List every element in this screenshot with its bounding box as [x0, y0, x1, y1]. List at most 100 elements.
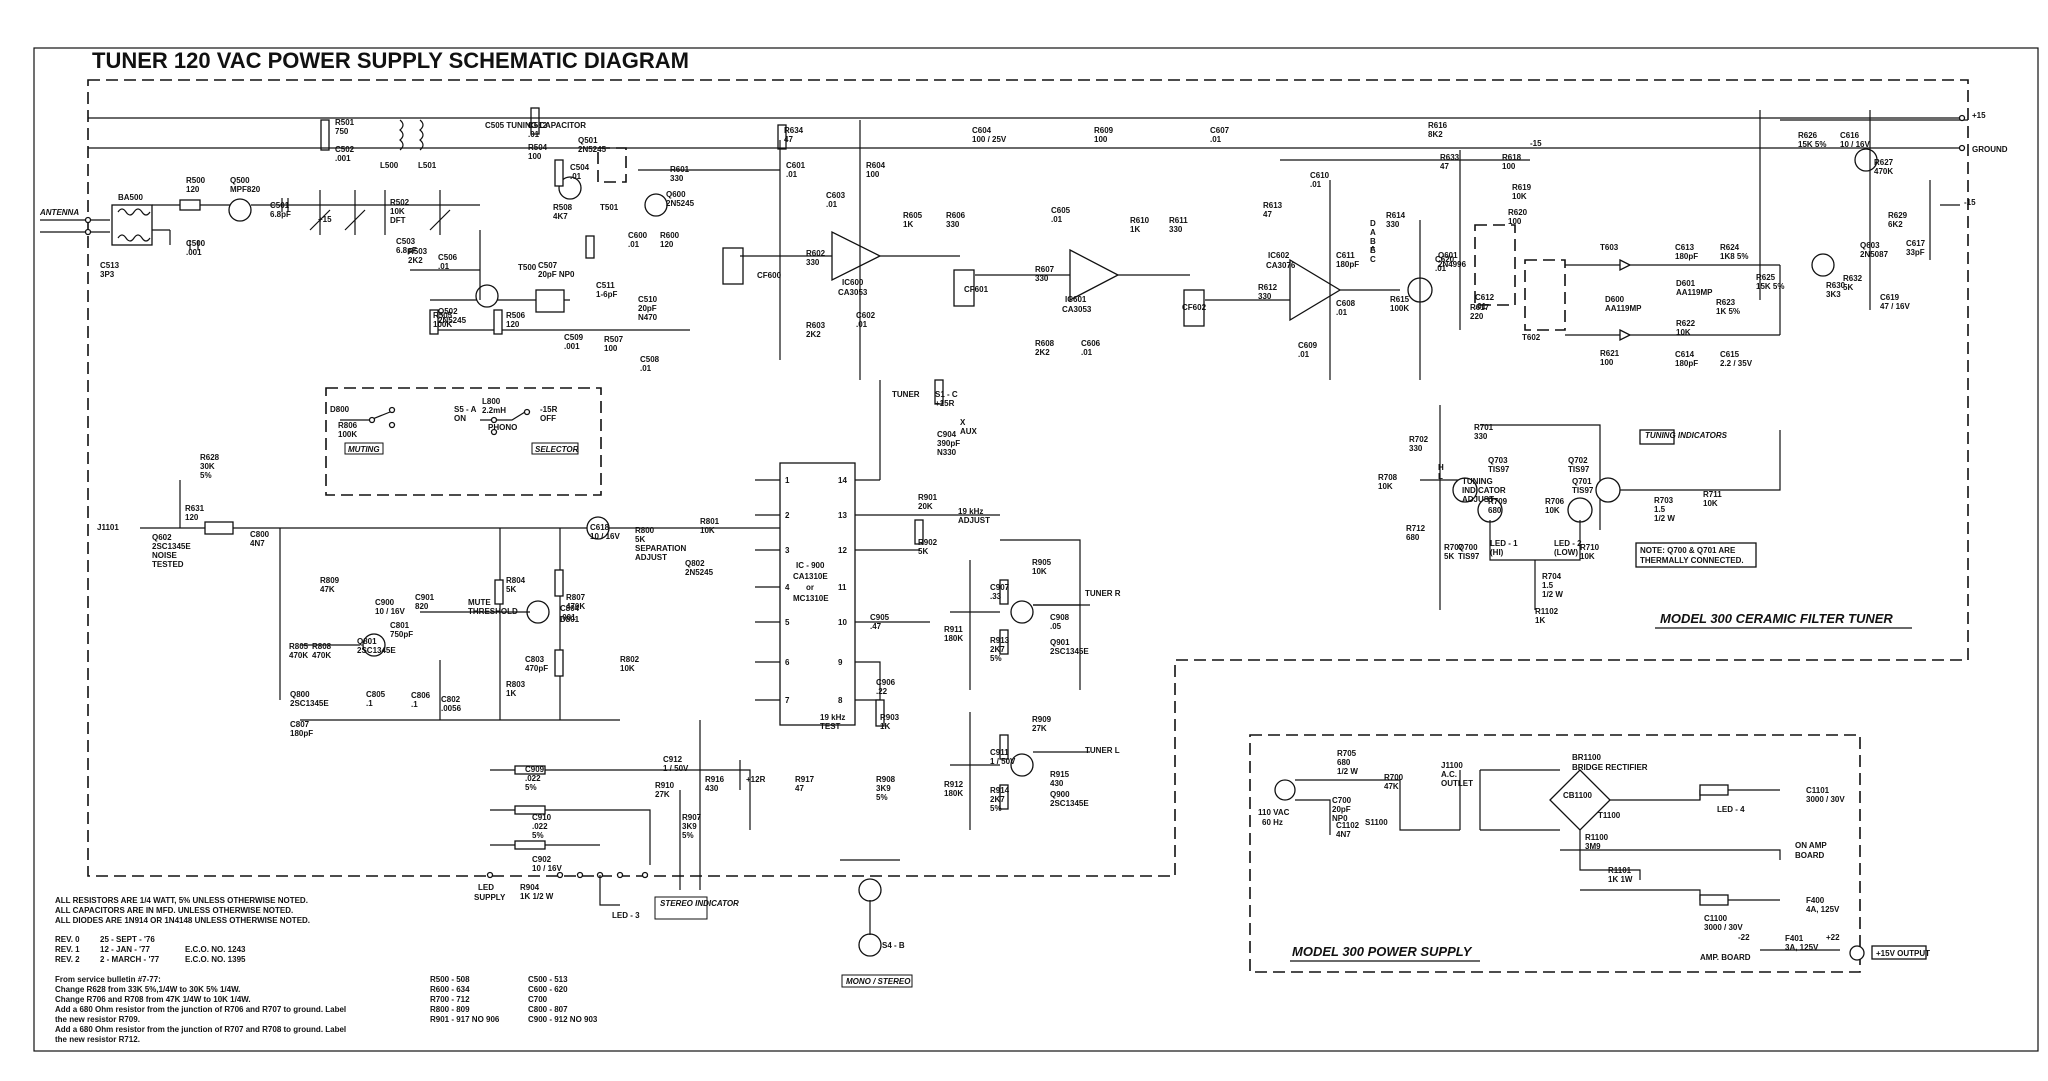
component-label: T501	[600, 203, 619, 212]
component-label: -15	[1530, 139, 1542, 148]
component-label: +15	[318, 215, 332, 224]
component-label: C806.1	[411, 691, 431, 709]
ic900-pin-left: 5	[785, 618, 790, 627]
component-label: C612.01	[1475, 293, 1495, 311]
power-box-title: MODEL 300 POWER SUPPLY	[1292, 944, 1473, 959]
ic900-pin-right: 10	[838, 618, 847, 627]
thermal-note-2: THERMALLY CONNECTED.	[1640, 556, 1744, 565]
tuner-box-title: MODEL 300 CERAMIC FILTER TUNER	[1660, 611, 1893, 626]
tuner-r-terminal: TUNER R	[1085, 589, 1121, 598]
component-label: D800	[330, 405, 350, 414]
on-amp-board-label-2: BOARD	[1795, 851, 1825, 860]
component-label: C905.47	[870, 613, 890, 631]
svg-text:E.C.O. NO. 1395: E.C.O. NO. 1395	[185, 955, 246, 964]
power-supply-box	[1249, 734, 1861, 973]
ic900-pin-right: 9	[838, 658, 843, 667]
component-label: CB1100	[1563, 791, 1592, 800]
svg-text:R600 - 634: R600 - 634	[430, 985, 470, 994]
component-label: T602	[1522, 333, 1541, 342]
component-label: D801	[560, 615, 580, 624]
ic600-part: CA3053	[838, 288, 868, 297]
led-supply-label-2: SUPPLY	[474, 893, 506, 902]
led-supply-label: LED	[478, 883, 494, 892]
component-label: L500	[380, 161, 399, 170]
component-label: C908.05	[1050, 613, 1070, 631]
component-label: C512.01	[528, 121, 548, 139]
component-label: BA500	[118, 193, 143, 202]
svg-text:the new resistor R709.: the new resistor R709.	[55, 1015, 140, 1024]
component-label: J1101	[97, 523, 119, 532]
mono-stereo-label: MONO / STEREO	[846, 977, 911, 986]
component-label: TUNER	[892, 390, 920, 399]
component-label: C603.01	[826, 191, 846, 209]
ic900-pin-right: 14	[838, 476, 847, 485]
page-title: TUNER 120 VAC POWER SUPPLY SCHEMATIC DIA…	[92, 48, 689, 73]
s4b-label: S4 - B	[882, 941, 905, 950]
component-label: C504.01	[570, 163, 590, 181]
tuner-board-outline	[87, 79, 1969, 877]
ic900-pin-right: 11	[838, 583, 847, 592]
svg-text:E.C.O. NO. 1243: E.C.O. NO. 1243	[185, 945, 246, 954]
svg-text:IC - 900: IC - 900	[796, 561, 825, 570]
component-label: CF602	[1182, 303, 1207, 312]
svg-text:C600 - 620: C600 - 620	[528, 985, 568, 994]
led-supply-section	[486, 720, 900, 957]
component-label: C502.001	[335, 145, 355, 163]
muting-label: MUTING	[348, 445, 380, 454]
muting-selector-box	[325, 387, 602, 496]
ic900-pin-right: 13	[838, 511, 847, 520]
ic900-body	[779, 462, 856, 726]
component-label: C506.01	[438, 253, 458, 271]
ic900-pin-left: 3	[785, 546, 790, 555]
ic900-labels: IC - 900 CA1310E or MC1310E	[793, 561, 829, 603]
component-label: S1100	[1365, 818, 1388, 827]
ic601-part: CA3053	[1062, 305, 1092, 314]
svg-text:R700 - 712: R700 - 712	[430, 995, 470, 1004]
ic900-pin-left: 6	[785, 658, 790, 667]
component-label: C608.01	[1336, 299, 1356, 317]
